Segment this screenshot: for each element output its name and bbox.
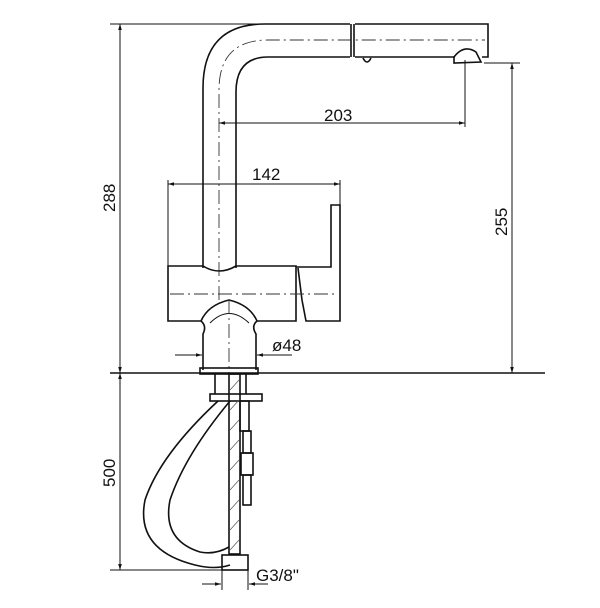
threaded-rod bbox=[228, 373, 241, 555]
hose-assembly bbox=[142, 373, 263, 571]
dim-spout-height: 255 bbox=[492, 208, 511, 236]
dim-spout-reach: 203 bbox=[324, 106, 352, 125]
dim-total-height: 288 bbox=[100, 184, 119, 212]
spout-button-icon bbox=[362, 57, 372, 63]
spout bbox=[202, 23, 489, 300]
dim-connection-thread: G3/8" bbox=[256, 566, 299, 585]
dimension-lines bbox=[110, 23, 520, 590]
connection-nut bbox=[221, 554, 249, 571]
dim-body-depth: 142 bbox=[252, 165, 280, 184]
dim-hose-length: 500 bbox=[100, 459, 119, 487]
mounting-flange bbox=[209, 393, 263, 402]
lever-handle bbox=[296, 204, 341, 322]
hose-loop bbox=[142, 400, 231, 569]
spout-centerline bbox=[218, 39, 485, 300]
aerator bbox=[453, 48, 483, 64]
dim-base-diameter: ø48 bbox=[272, 336, 301, 355]
mixer-body bbox=[167, 204, 341, 378]
